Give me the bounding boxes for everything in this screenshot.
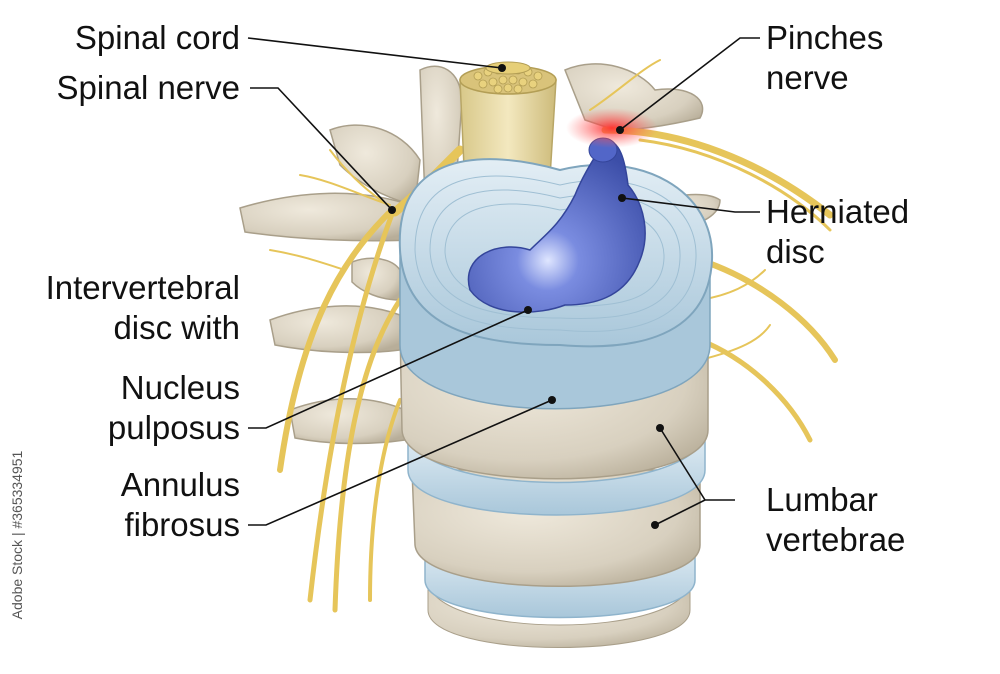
label-intervertebral-line2: disc with <box>113 309 240 346</box>
label-herniated-line1: Herniated <box>766 193 910 230</box>
label-lumbar-line1: Lumbar <box>766 481 878 518</box>
label-intervertebral-line1: Intervertebral <box>45 269 240 306</box>
stock-credit: Adobe Stock | #365334951 <box>2 440 32 630</box>
leader-pinches-nerve <box>619 37 760 131</box>
label-pinches-line2: nerve <box>766 59 849 96</box>
label-annulus-line1: Annulus <box>120 466 240 503</box>
label-lumbar-line2: vertebrae <box>766 521 906 558</box>
label-spinal-cord-text: Spinal cord <box>74 19 240 56</box>
leader-lumbar-2 <box>654 499 706 526</box>
label-lumbar-vertebrae: Lumbar vertebrae <box>766 480 986 560</box>
label-herniated-line2: disc <box>766 233 825 270</box>
label-spinal-cord: Spinal cord <box>20 18 240 58</box>
leader-annulus <box>248 399 553 526</box>
leader-dots <box>388 64 664 529</box>
leader-herniated-disc <box>621 197 760 213</box>
label-intervertebral-disc: Intervertebral disc with <box>0 268 240 348</box>
leader-spinal-nerve <box>250 87 393 211</box>
label-spinal-nerve: Spinal nerve <box>0 68 240 108</box>
label-pinches-nerve: Pinches nerve <box>766 18 986 98</box>
label-nucleus-line2: pulposus <box>107 409 240 446</box>
leader-lumbar-1 <box>659 427 706 501</box>
label-nucleus-pulposus: Nucleus pulposus <box>0 368 240 448</box>
inflammation-highlight <box>566 108 658 148</box>
label-annulus-fibrosus: Annulus fibrosus <box>0 465 240 545</box>
label-spinal-nerve-text: Spinal nerve <box>56 69 240 106</box>
leader-lines <box>247 37 760 526</box>
leader-spinal-cord <box>247 37 503 69</box>
label-annulus-line2: fibrosus <box>124 506 240 543</box>
label-nucleus-line1: Nucleus <box>120 369 240 406</box>
stock-credit-text: Adobe Stock | #365334951 <box>9 450 25 620</box>
leader-nucleus <box>248 309 529 429</box>
label-herniated-disc: Herniated disc <box>766 192 986 272</box>
label-pinches-line1: Pinches <box>766 19 884 56</box>
